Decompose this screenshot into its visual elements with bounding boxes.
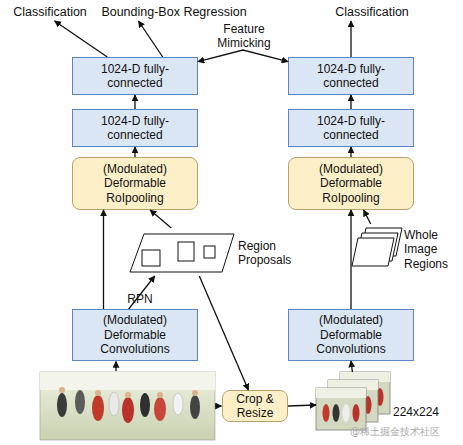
image-regions: Whole Image Regions [352, 224, 456, 274]
conv-box: (Modulated) Deformable Convolutions [288, 309, 414, 361]
edge-label: Feature Mimicking [212, 22, 276, 51]
crop-resize-box: Crop & Resize [222, 390, 288, 422]
arrow-connector [350, 210, 351, 309]
watermark: @稀土掘金技术社区 [350, 425, 440, 439]
arrow-connector [350, 95, 351, 109]
arrow-connector [199, 276, 248, 390]
arrow-connector [350, 21, 351, 57]
arrow-connector [55, 21, 108, 57]
node-label: 1024-D fully-connected [301, 114, 401, 143]
arrow-connector [198, 50, 288, 62]
node-label: (Modulated) Deformable Convolutions [301, 313, 401, 356]
arrow-connector [129, 276, 155, 309]
resized-crops: 224x224 [316, 372, 446, 432]
node-label: Classification [335, 5, 409, 19]
region-proposals: Region Proposals [130, 228, 295, 276]
output-label: Classification [330, 3, 414, 21]
node-label: Classification [13, 5, 87, 19]
roipooling-box: (Modulated) Deformable RoIpooling [72, 157, 198, 210]
node-label: (Modulated) Deformable RoIpooling [301, 162, 401, 205]
fc-layer-box: 1024-D fully-connected [72, 109, 198, 147]
node-label: (Modulated) Deformable Convolutions [85, 313, 185, 356]
input-photo [40, 372, 215, 440]
node-label: Crop & Resize [235, 392, 275, 421]
stack-shape [316, 372, 446, 432]
arrow-connector [134, 147, 135, 157]
arrow-connector [138, 21, 162, 57]
photo-arrow [115, 362, 116, 372]
output-label: Bounding-Box Regression [100, 3, 248, 21]
arrow-connector [364, 210, 371, 224]
arrow-connector [103, 210, 104, 309]
arrow-connector [134, 95, 135, 109]
node-label: 1024-D fully-connected [85, 62, 185, 91]
node-label: Region Proposals [238, 239, 295, 268]
node-label: 224x224 [393, 405, 445, 419]
arrow-connector [351, 361, 352, 372]
arrow-connector [350, 147, 351, 157]
node-label: 1024-D fully-connected [85, 114, 185, 143]
photo-arrow [215, 405, 222, 406]
output-label: Classification [4, 3, 96, 21]
fc-layer-box: 1024-D fully-connected [288, 109, 414, 147]
conv-box: (Modulated) Deformable Convolutions [72, 309, 198, 361]
arrow-connector [288, 405, 316, 406]
node-label: Bounding-Box Regression [101, 5, 246, 19]
fc-layer-box: 1024-D fully-connected [288, 57, 414, 95]
node-label: Whole Image Regions [404, 228, 456, 271]
arrow-connector [150, 210, 171, 228]
edge-label: RPN [122, 292, 158, 306]
node-label: 1024-D fully-connected [301, 62, 401, 91]
fc-layer-box: 1024-D fully-connected [72, 57, 198, 95]
node-label: (Modulated) Deformable RoIpooling [85, 162, 185, 205]
roipooling-box: (Modulated) Deformable RoIpooling [288, 157, 414, 210]
